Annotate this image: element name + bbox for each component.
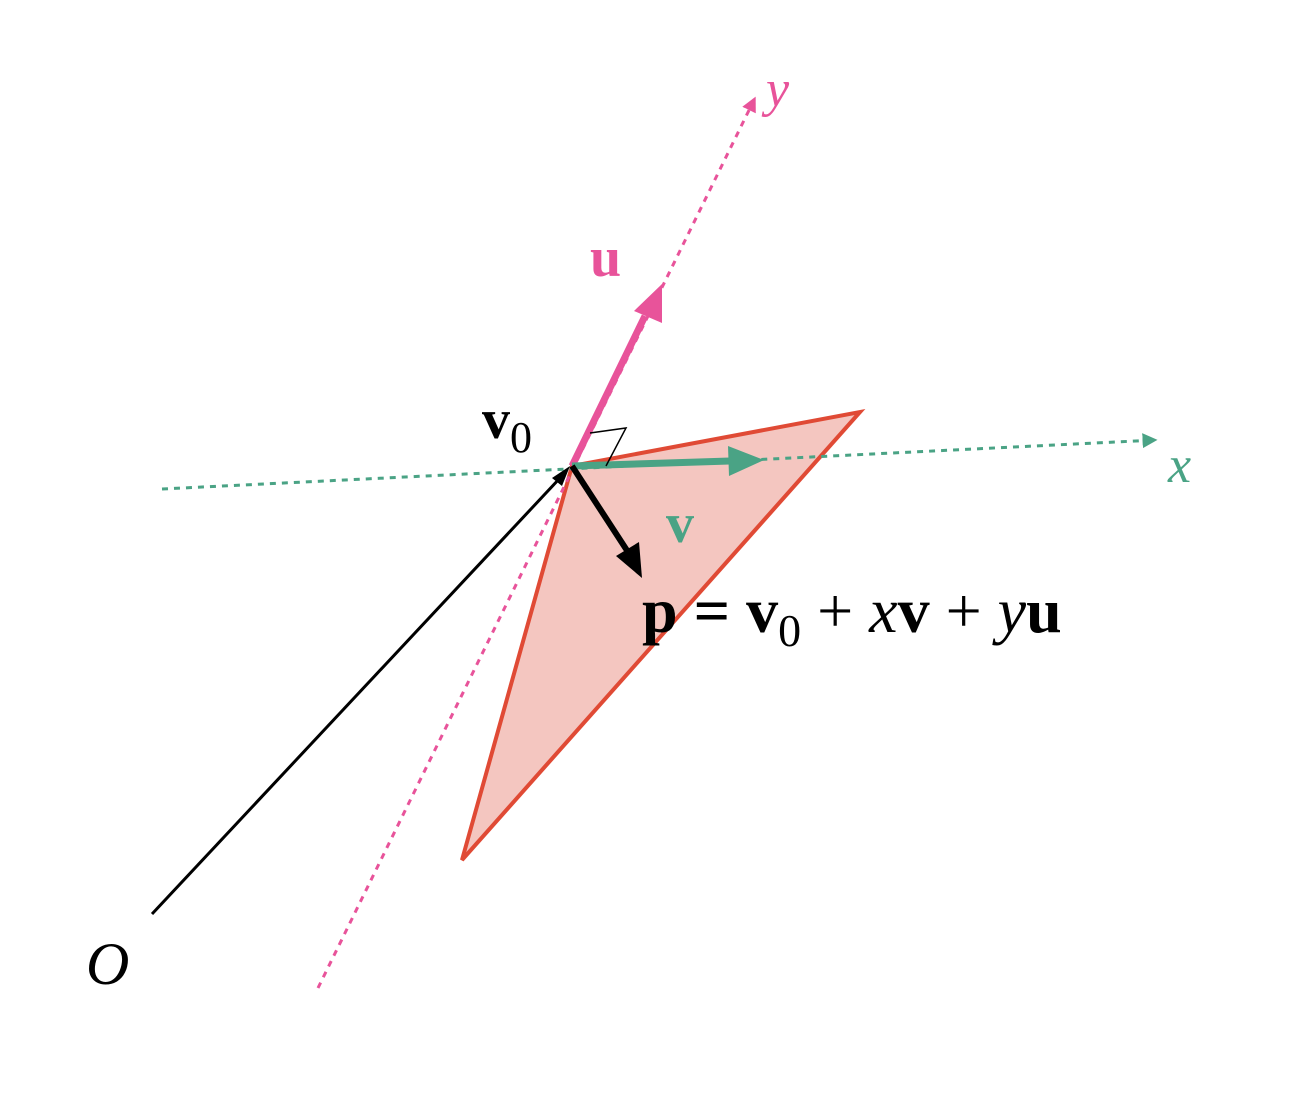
- u-vector-line: [568, 314, 649, 468]
- right-angle-marker: [589, 427, 628, 467]
- normal-vector-arrowhead: [616, 542, 642, 578]
- v0-subscript: 0: [510, 413, 532, 462]
- y-axis-line: [316, 96, 757, 989]
- v-vector-label: v: [666, 493, 694, 555]
- origin-to-v0-arrowhead: [552, 466, 570, 486]
- v0-letter: v: [482, 389, 510, 451]
- normal-vector-line: [569, 464, 631, 554]
- equation-v: v: [898, 575, 930, 646]
- u-vector-arrowhead: [634, 284, 662, 323]
- triangle-plane: [460, 408, 866, 862]
- equation-plus-1: +: [801, 575, 869, 646]
- equation-equals: =: [678, 575, 746, 646]
- y-axis-label: y: [761, 61, 790, 118]
- equation-p: p: [642, 575, 678, 646]
- v-vector-arrowhead: [728, 446, 764, 476]
- origin-label: O: [86, 931, 129, 997]
- equation-x: x: [868, 575, 897, 646]
- equation-plus-2: +: [930, 575, 998, 646]
- equation-y: y: [992, 575, 1027, 646]
- equation-v0-letter: v: [746, 575, 778, 646]
- origin-to-v0-line: [150, 476, 562, 916]
- plane-equation: p = v0 + xv + yu: [642, 575, 1062, 656]
- v0-label: v0: [482, 389, 532, 462]
- equation-v0-subscript: 0: [778, 605, 801, 656]
- u-vector-label: u: [590, 227, 621, 289]
- equation-u: u: [1026, 575, 1062, 646]
- x-axis-label: x: [1167, 437, 1191, 494]
- v-vector-line: [571, 457, 731, 470]
